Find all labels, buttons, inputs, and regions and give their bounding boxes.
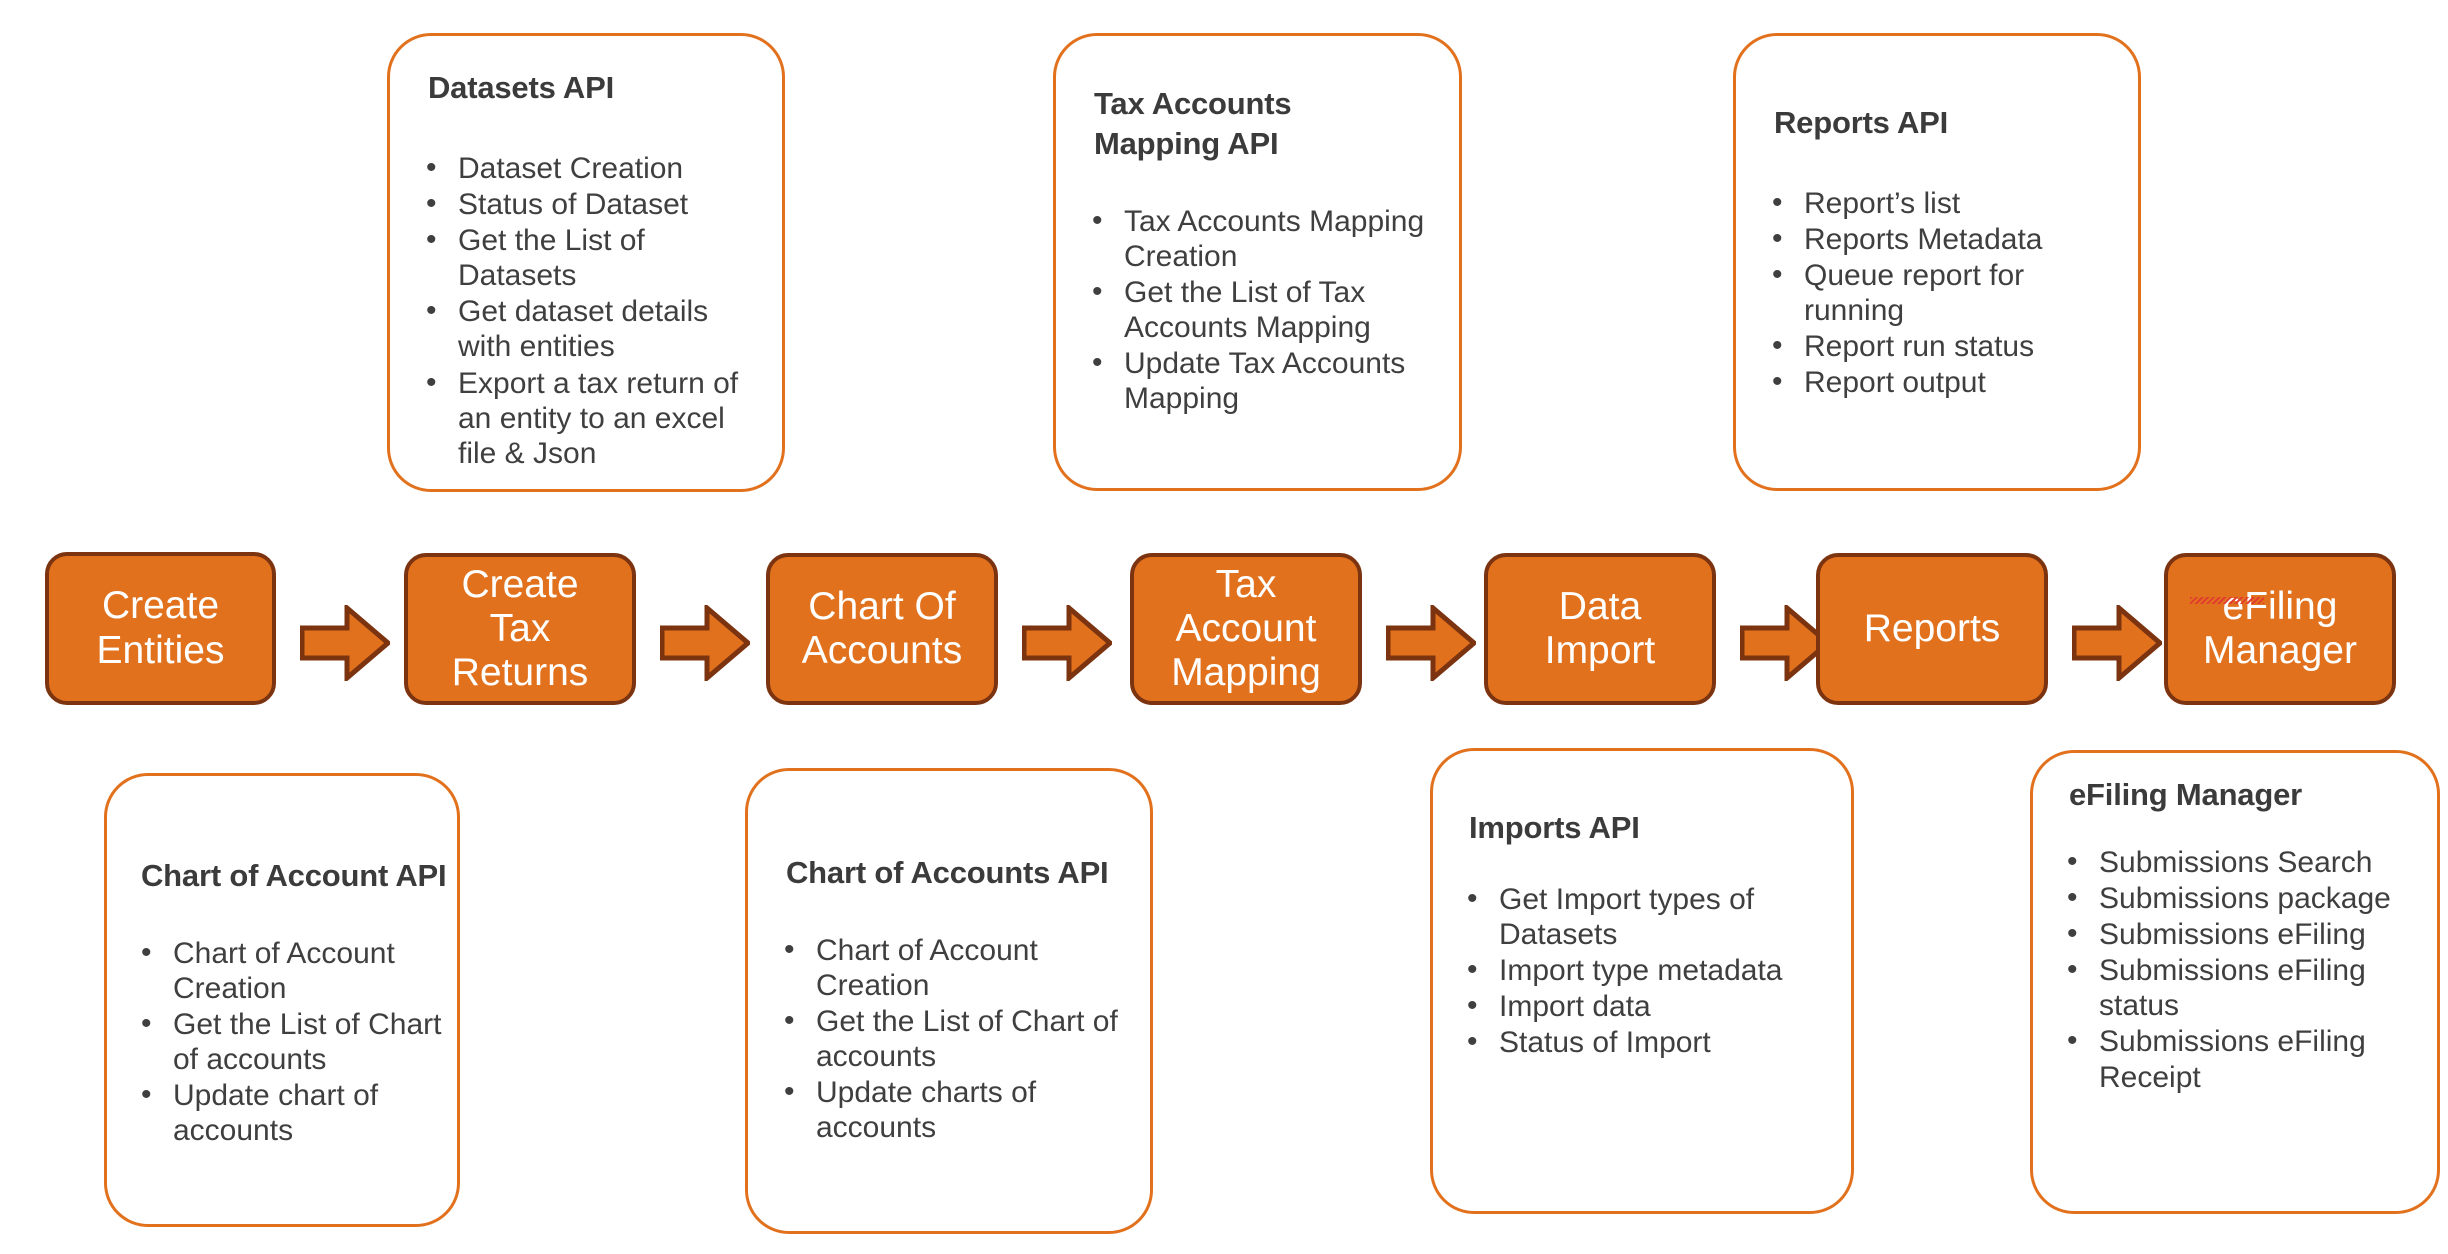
list-item: Import data [1463, 988, 1833, 1024]
api-card-title: Datasets API [428, 70, 614, 105]
list-item: Get the List of Datasets [422, 222, 752, 293]
list-item: Report’s list [1768, 185, 2108, 221]
step-chart-of-accounts[interactable]: Chart Of Accounts [766, 553, 998, 705]
arrow-3 [1022, 605, 1112, 681]
list-item: Submissions package [2063, 880, 2428, 916]
api-card-datasets: Datasets API Dataset Creation Status of … [387, 33, 785, 492]
arrow-5 [1740, 605, 1830, 681]
list-item: Tax Accounts Mapping Creation [1088, 203, 1433, 274]
list-item: Submissions Search [2063, 844, 2428, 880]
api-card-bullet-list: Report’s list Reports Metadata Queue rep… [1768, 185, 2108, 402]
list-item: Get the List of Chart of accounts [137, 1006, 457, 1077]
list-item: Status of Import [1463, 1024, 1833, 1060]
api-card-title: Chart of Account API [141, 858, 447, 893]
right-arrow-icon [1740, 605, 1830, 681]
right-arrow-icon [1022, 605, 1112, 681]
list-item: Reports Metadata [1768, 221, 2108, 257]
step-label: Create Tax Returns [451, 562, 589, 695]
list-item: Report run status [1768, 328, 2108, 364]
step-label: Reports [1863, 606, 2001, 650]
step-label: eFiling Manager [2203, 584, 2357, 672]
right-arrow-icon [300, 605, 390, 681]
arrow-6 [2072, 605, 2162, 681]
list-item: Chart of Account Creation [137, 935, 457, 1006]
api-card-title: eFiling Manager [2069, 777, 2302, 812]
list-item: Update Tax Accounts Mapping [1088, 345, 1433, 416]
list-item: Submissions eFiling status [2063, 952, 2428, 1023]
api-card-imports: Imports API Get Import types of Datasets… [1430, 748, 1854, 1214]
list-item: Dataset Creation [422, 150, 752, 186]
list-item: Update chart of accounts [137, 1077, 457, 1148]
step-label: Tax Account Mapping [1171, 562, 1321, 695]
api-card-bullet-list: Get Import types of Datasets Import type… [1463, 881, 1833, 1061]
arrow-1 [300, 605, 390, 681]
list-item: Update charts of accounts [780, 1074, 1130, 1145]
list-item: Get Import types of Datasets [1463, 881, 1833, 952]
step-create-entities[interactable]: Create Entities [45, 552, 276, 705]
api-card-title: Chart of Accounts API [786, 855, 1109, 890]
list-item: Status of Dataset [422, 186, 752, 222]
api-card-title: Tax Accounts Mapping API [1094, 86, 1292, 162]
list-item: Submissions eFiling [2063, 916, 2428, 952]
arrow-4 [1386, 605, 1476, 681]
list-item: Export a tax return of an entity to an e… [422, 365, 752, 471]
api-card-efiling-manager: eFiling Manager Submissions Search Submi… [2030, 750, 2440, 1214]
api-card-tax-accounts-mapping: Tax Accounts Mapping API Tax Accounts Ma… [1053, 33, 1462, 491]
api-card-bullet-list: Dataset Creation Status of Dataset Get t… [422, 150, 752, 472]
step-efiling-manager[interactable]: eFiling Manager [2164, 553, 2396, 705]
list-item: Report output [1768, 364, 2108, 400]
right-arrow-icon [1386, 605, 1476, 681]
list-item: Get the List of Chart of accounts [780, 1003, 1130, 1074]
step-label: Create Entities [96, 584, 225, 672]
step-data-import[interactable]: Data Import [1484, 553, 1716, 705]
step-label: Data Import [1544, 584, 1656, 672]
list-item: Submissions eFiling Receipt [2063, 1023, 2428, 1094]
api-card-bullet-list: Chart of Account Creation Get the List o… [137, 935, 457, 1150]
api-card-bullet-list: Submissions Search Submissions package S… [2063, 844, 2428, 1096]
api-card-chart-of-accounts: Chart of Accounts API Chart of Account C… [745, 768, 1153, 1234]
api-card-bullet-list: Chart of Account Creation Get the List o… [780, 932, 1130, 1147]
list-item: Chart of Account Creation [780, 932, 1130, 1003]
api-card-title: Imports API [1469, 810, 1640, 845]
api-card-reports: Reports API Report’s list Reports Metada… [1733, 33, 2141, 491]
list-item: Get the List of Tax Accounts Mapping [1088, 274, 1433, 345]
api-card-title: Reports API [1774, 105, 1949, 140]
step-label: Chart Of Accounts [801, 584, 963, 672]
api-card-bullet-list: Tax Accounts Mapping Creation Get the Li… [1088, 203, 1433, 418]
list-item: Import type metadata [1463, 952, 1833, 988]
step-tax-account-mapping[interactable]: Tax Account Mapping [1130, 553, 1362, 705]
right-arrow-icon [660, 605, 750, 681]
list-item: Queue report for running [1768, 257, 2108, 328]
list-item: Get dataset details with entities [422, 293, 752, 364]
step-create-tax-returns[interactable]: Create Tax Returns [404, 553, 636, 705]
right-arrow-icon [2072, 605, 2162, 681]
arrow-2 [660, 605, 750, 681]
api-card-chart-of-account: Chart of Account API Chart of Account Cr… [104, 773, 460, 1227]
step-reports[interactable]: Reports [1816, 553, 2048, 705]
